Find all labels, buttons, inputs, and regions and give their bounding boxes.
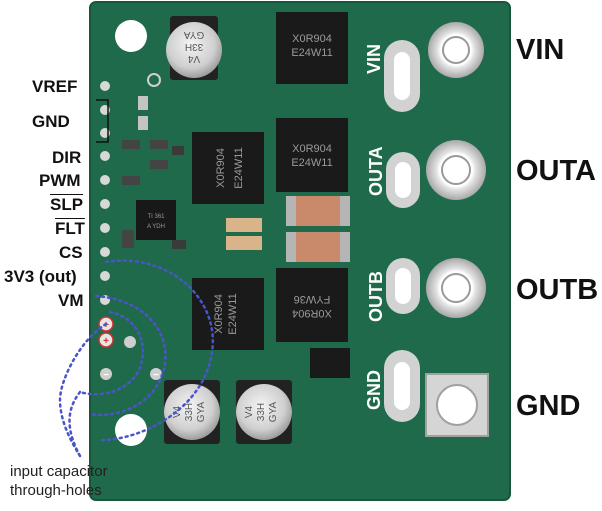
annotation-line-2: through-holes [10, 482, 102, 499]
svg-text:E24W11: E24W11 [291, 157, 332, 169]
label-flt: FLT [55, 219, 85, 238]
svg-text:−: − [153, 370, 159, 381]
annotation-arcs [58, 259, 215, 458]
label-dir: DIR [52, 148, 82, 167]
label-pwm: PWM [39, 171, 81, 190]
mosfet-right-upper: X0R904 E24W11 [276, 118, 348, 192]
label-outb-terminal: OUTB [516, 274, 599, 306]
svg-text:E24W11: E24W11 [227, 293, 239, 334]
input-capacitor-holes [98, 316, 162, 380]
driver-ic [136, 200, 176, 240]
svg-text:OUTB: OUTB [366, 271, 386, 322]
svg-text:V4: V4 [244, 405, 255, 418]
svg-text:E24W11: E24W11 [233, 147, 245, 188]
svg-text:X0R904: X0R904 [292, 143, 332, 155]
mosfet-left-upper: X0R904 E24W11 [192, 132, 264, 204]
label-cs: CS [59, 243, 83, 262]
terminal-gnd [425, 373, 489, 437]
mosfet-right-lower: X0R904 FYW36 [276, 268, 348, 342]
gnd-bracket [96, 99, 109, 143]
header-pads [100, 81, 110, 305]
label-gnd-pin: GND [32, 112, 70, 131]
svg-text:V4: V4 [187, 53, 200, 64]
label-3v3-out: 3V3 (out) [4, 267, 77, 286]
svg-text:−: − [103, 370, 109, 381]
svg-text:A YDH: A YDH [147, 224, 165, 230]
svg-text:E24W11: E24W11 [291, 47, 332, 59]
annotation-caption: input capacitor through-holes [10, 462, 108, 500]
svg-text:VIN: VIN [364, 44, 384, 74]
mounting-hole [115, 20, 147, 52]
terminal-outa [426, 140, 486, 200]
svg-text:GYA: GYA [183, 29, 204, 40]
label-vin-terminal: VIN [516, 34, 565, 66]
annotation-line-1: input capacitor [10, 463, 108, 480]
bottom-capacitor-left: V4 33H GYA [164, 380, 220, 444]
svg-text:X0R904: X0R904 [292, 307, 332, 319]
smd-parts [122, 140, 186, 249]
label-outa-terminal: OUTA [516, 155, 597, 187]
electrolytic-capacitor: V4 33H GYA [166, 16, 222, 80]
small-ic [310, 348, 350, 378]
svg-text:33H: 33H [256, 403, 267, 421]
svg-text:GYA: GYA [196, 401, 207, 422]
svg-text:+: + [103, 336, 109, 347]
svg-text:OUTA: OUTA [366, 146, 386, 196]
svg-text:FYW36: FYW36 [294, 293, 331, 305]
svg-text:33H: 33H [184, 403, 195, 421]
label-vref: VREF [32, 77, 78, 96]
svg-text:+: + [103, 320, 109, 331]
svg-text:X0R904: X0R904 [215, 148, 227, 188]
terminal-vin [428, 22, 484, 78]
mounting-hole [115, 414, 147, 446]
label-gnd-terminal: GND [516, 390, 581, 422]
svg-text:X0R904: X0R904 [292, 33, 332, 45]
svg-text:V4: V4 [172, 405, 183, 418]
mosfet-left-lower: X0R904 E24W11 [192, 278, 264, 350]
label-vm: VM [58, 291, 84, 310]
bottom-capacitor-right: V4 33H GYA [236, 380, 292, 444]
label-slp: SLP [50, 195, 84, 214]
svg-text:GND: GND [364, 370, 384, 410]
svg-text:X0R904: X0R904 [213, 294, 225, 334]
slot-holes [384, 40, 420, 422]
svg-text:33H: 33H [185, 41, 203, 52]
svg-text:TI 361: TI 361 [147, 214, 165, 220]
terminal-outb [426, 258, 486, 318]
mosfet-top: X0R904 E24W11 [276, 12, 348, 84]
svg-text:GYA: GYA [268, 401, 279, 422]
shunt-resistors [286, 196, 350, 262]
